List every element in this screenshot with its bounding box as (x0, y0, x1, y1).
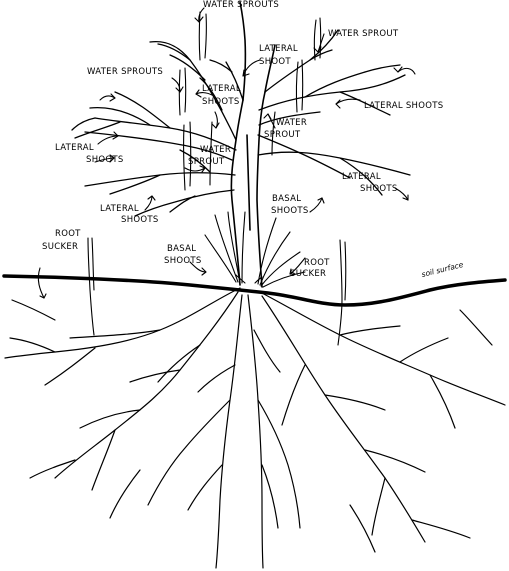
label-water-sprout-right-line1: WATER (276, 118, 308, 128)
root-suckers (87, 237, 347, 346)
label-basal-shoots-right-line1: BASAL (272, 194, 302, 204)
label-lateral-shoots-lower-right-line2: SHOOTS (360, 184, 398, 194)
label-basal-shoots-right-line2: SHOOTS (271, 206, 309, 216)
label-lateral-shoot-top-line1: LATERAL (259, 44, 298, 54)
label-lateral-shoots-lower-left-line2: SHOOTS (121, 215, 159, 225)
label-root-sucker-right-line1: ROOT (304, 258, 330, 268)
label-root-sucker-left-line1: ROOT (55, 229, 81, 239)
label-basal-shoots-left-line2: SHOOTS (164, 256, 202, 266)
label-lateral-shoots-lower-right-line1: LATERAL (342, 172, 381, 182)
branches (71, 29, 411, 217)
label-water-sprouts-top: WATER SPROUTS (203, 0, 280, 10)
basal-shoots (204, 211, 306, 288)
label-root-sucker-right-line2: SUCKER (290, 269, 327, 279)
label-water-sprout-top-right: WATER SPROUT (328, 29, 399, 39)
label-arrows (37, 7, 416, 299)
label-basal-shoots-left-line1: BASAL (167, 244, 197, 254)
soil-line (2, 274, 507, 307)
label-water-sprout-right-line2: SPROUT (264, 130, 301, 140)
label-lateral-shoots-center-line1: LATERAL (202, 84, 241, 94)
roots (4, 287, 506, 569)
label-lateral-shoots-left-line2: SHOOTS (86, 155, 124, 165)
label-lateral-shoots-right: LATERAL SHOOTS (364, 101, 444, 111)
water-sprouts (178, 11, 322, 191)
label-lateral-shoots-left-line1: LATERAL (55, 143, 94, 153)
trunk (230, 1, 276, 288)
label-lateral-shoots-center-line2: SHOOTS (202, 97, 240, 107)
label-water-sprout-center-line1: WATER (200, 145, 232, 155)
label-root-sucker-left-line2: SUCKER (42, 242, 79, 252)
label-lateral-shoot-top-line2: SHOOT (259, 57, 291, 67)
label-water-sprouts-left: WATER SPROUTS (87, 67, 164, 77)
label-water-sprout-center-line2: SPROUT (188, 157, 225, 167)
label-lateral-shoots-lower-left-line1: LATERAL (100, 204, 139, 214)
